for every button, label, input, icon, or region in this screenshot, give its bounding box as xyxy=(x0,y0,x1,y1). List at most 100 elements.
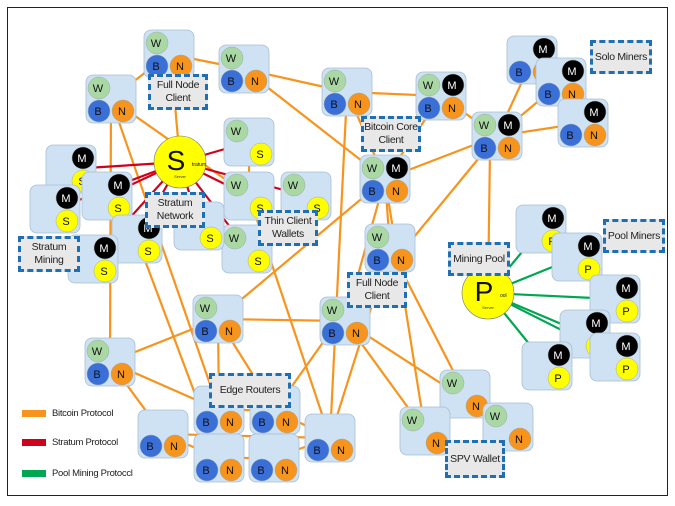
diagram-frame xyxy=(7,7,668,496)
svg-text:B: B xyxy=(258,417,265,429)
label-full-node-client-mid: Full Node Client xyxy=(347,272,407,308)
svg-text:B: B xyxy=(202,465,209,477)
network-icon: N xyxy=(508,427,532,451)
pool-icon: P xyxy=(547,366,571,390)
blockchain-icon: B xyxy=(195,458,219,482)
miner-icon: M xyxy=(93,236,117,260)
blockchain-icon: B xyxy=(87,99,111,123)
wallet-icon: W xyxy=(225,173,249,197)
miner-icon: M xyxy=(107,173,131,197)
label-spv-wallet: SPV Wallet xyxy=(445,440,505,478)
network-node: WN xyxy=(399,406,451,456)
network-icon: N xyxy=(347,92,371,116)
svg-text:B: B xyxy=(201,326,208,338)
miner-icon: M xyxy=(585,311,609,335)
wallet-icon: W xyxy=(401,408,425,432)
svg-text:M: M xyxy=(583,241,592,253)
legend-bitcoin-protocol: Bitcoin Protocol xyxy=(22,408,114,419)
svg-text:N: N xyxy=(568,89,576,101)
wallet-icon: W xyxy=(484,404,508,428)
bitcoin-protocol-edge xyxy=(217,178,386,320)
svg-text:S: S xyxy=(256,149,263,161)
svg-text:N: N xyxy=(118,106,126,118)
svg-text:M: M xyxy=(99,243,108,255)
svg-text:M: M xyxy=(591,318,600,330)
legend-swatch-pool xyxy=(22,470,46,477)
miner-icon: M xyxy=(441,73,465,97)
svg-text:M: M xyxy=(567,66,576,78)
nodes: WBNWBNWBNWBNWSWSWSWSSMSMSMSMSMSWMBNWMBNW… xyxy=(29,29,641,483)
pool-icon: P xyxy=(615,357,639,381)
svg-text:N: N xyxy=(117,369,125,381)
label-solo-miners: Solo Miners xyxy=(590,40,652,74)
svg-text:N: N xyxy=(337,445,345,457)
legend-label-pool: Pool Mining Protoccl xyxy=(52,468,133,479)
network-node: WS xyxy=(223,171,275,221)
blockchain-icon: B xyxy=(508,60,532,84)
svg-text:M: M xyxy=(553,350,562,362)
svg-text:W: W xyxy=(329,76,340,88)
blockchain-icon: B xyxy=(473,136,497,160)
wallet-icon: W xyxy=(417,73,441,97)
svg-text:W: W xyxy=(288,180,299,192)
svg-text:M: M xyxy=(447,80,456,92)
svg-text:B: B xyxy=(328,328,335,340)
miner-icon: M xyxy=(532,37,556,61)
label-stratum-network: Stratum Network xyxy=(145,192,205,228)
svg-text:B: B xyxy=(93,369,100,381)
svg-text:P: P xyxy=(475,276,494,307)
svg-text:N: N xyxy=(448,103,456,115)
svg-text:ool: ool xyxy=(500,293,507,299)
network-icon: N xyxy=(385,179,409,203)
network-icon: N xyxy=(330,438,354,462)
svg-text:W: W xyxy=(479,120,490,132)
miner-icon: M xyxy=(55,186,79,210)
network-icon: N xyxy=(110,362,134,386)
label-pool-miners: Pool Miners xyxy=(603,219,665,253)
wallet-icon: W xyxy=(282,173,306,197)
svg-text:M: M xyxy=(538,44,547,56)
miner-icon: M xyxy=(615,276,639,300)
network-icon: N xyxy=(583,123,607,147)
bitcoin-protocol-edge xyxy=(328,91,349,439)
svg-text:W: W xyxy=(490,411,501,423)
svg-text:W: W xyxy=(327,305,338,317)
svg-text:S: S xyxy=(206,233,213,245)
network-icon: N xyxy=(244,69,268,93)
network-icon: N xyxy=(345,321,369,345)
wallet-icon: W xyxy=(366,225,390,249)
svg-text:B: B xyxy=(424,103,431,115)
miner-icon: M xyxy=(385,156,409,180)
svg-text:M: M xyxy=(113,180,122,192)
svg-text:N: N xyxy=(225,326,233,338)
svg-text:N: N xyxy=(397,255,405,267)
stratum-icon: S xyxy=(247,249,271,273)
svg-text:M: M xyxy=(621,283,630,295)
miner-icon: M xyxy=(577,234,601,258)
svg-text:M: M xyxy=(547,213,556,225)
svg-text:W: W xyxy=(447,378,458,390)
wallet-icon: W xyxy=(87,76,111,100)
blockchain-icon: B xyxy=(361,179,385,203)
network-icon: N xyxy=(219,458,243,482)
svg-text:M: M xyxy=(391,163,400,175)
svg-text:M: M xyxy=(143,223,152,235)
network-icon: N xyxy=(497,136,521,160)
svg-text:M: M xyxy=(621,341,630,353)
svg-text:W: W xyxy=(231,180,242,192)
svg-text:B: B xyxy=(202,417,209,429)
wallet-icon: W xyxy=(441,371,465,395)
svg-text:B: B xyxy=(480,143,487,155)
wallet-icon: W xyxy=(361,156,385,180)
svg-text:B: B xyxy=(152,61,159,73)
label-thin-client-wallets: Thin Client Wallets xyxy=(258,210,318,246)
